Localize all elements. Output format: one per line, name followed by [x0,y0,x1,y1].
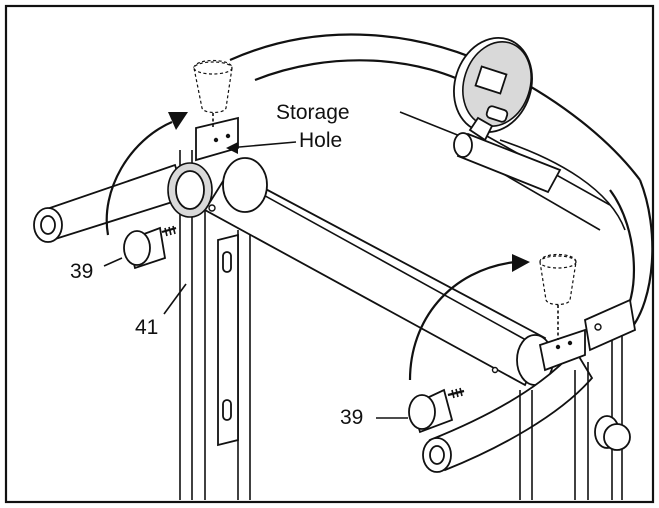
right-upright [519,335,631,500]
cap-storage-left [193,59,233,128]
leader-41 [163,283,187,315]
cap-right [408,387,465,434]
storage-hole-label-line2: Hole [299,129,342,152]
cap-storage-right [539,253,577,340]
part-41-label: 41 [135,316,158,339]
part-39-right-label: 39 [340,406,363,429]
arrow-left [105,112,188,236]
leader-storage-hole [227,141,297,149]
leader-39-left [103,257,123,267]
arrow-right [408,254,530,381]
cap-left [123,225,177,270]
console [453,36,533,142]
leader-storage-arrowhead [226,142,238,154]
right-handle [422,298,637,473]
left-handle [33,163,187,243]
part-39-left-label: 39 [70,260,93,283]
upper-right-rail [399,111,626,231]
storage-hole-label-line1: Storage [276,101,350,124]
